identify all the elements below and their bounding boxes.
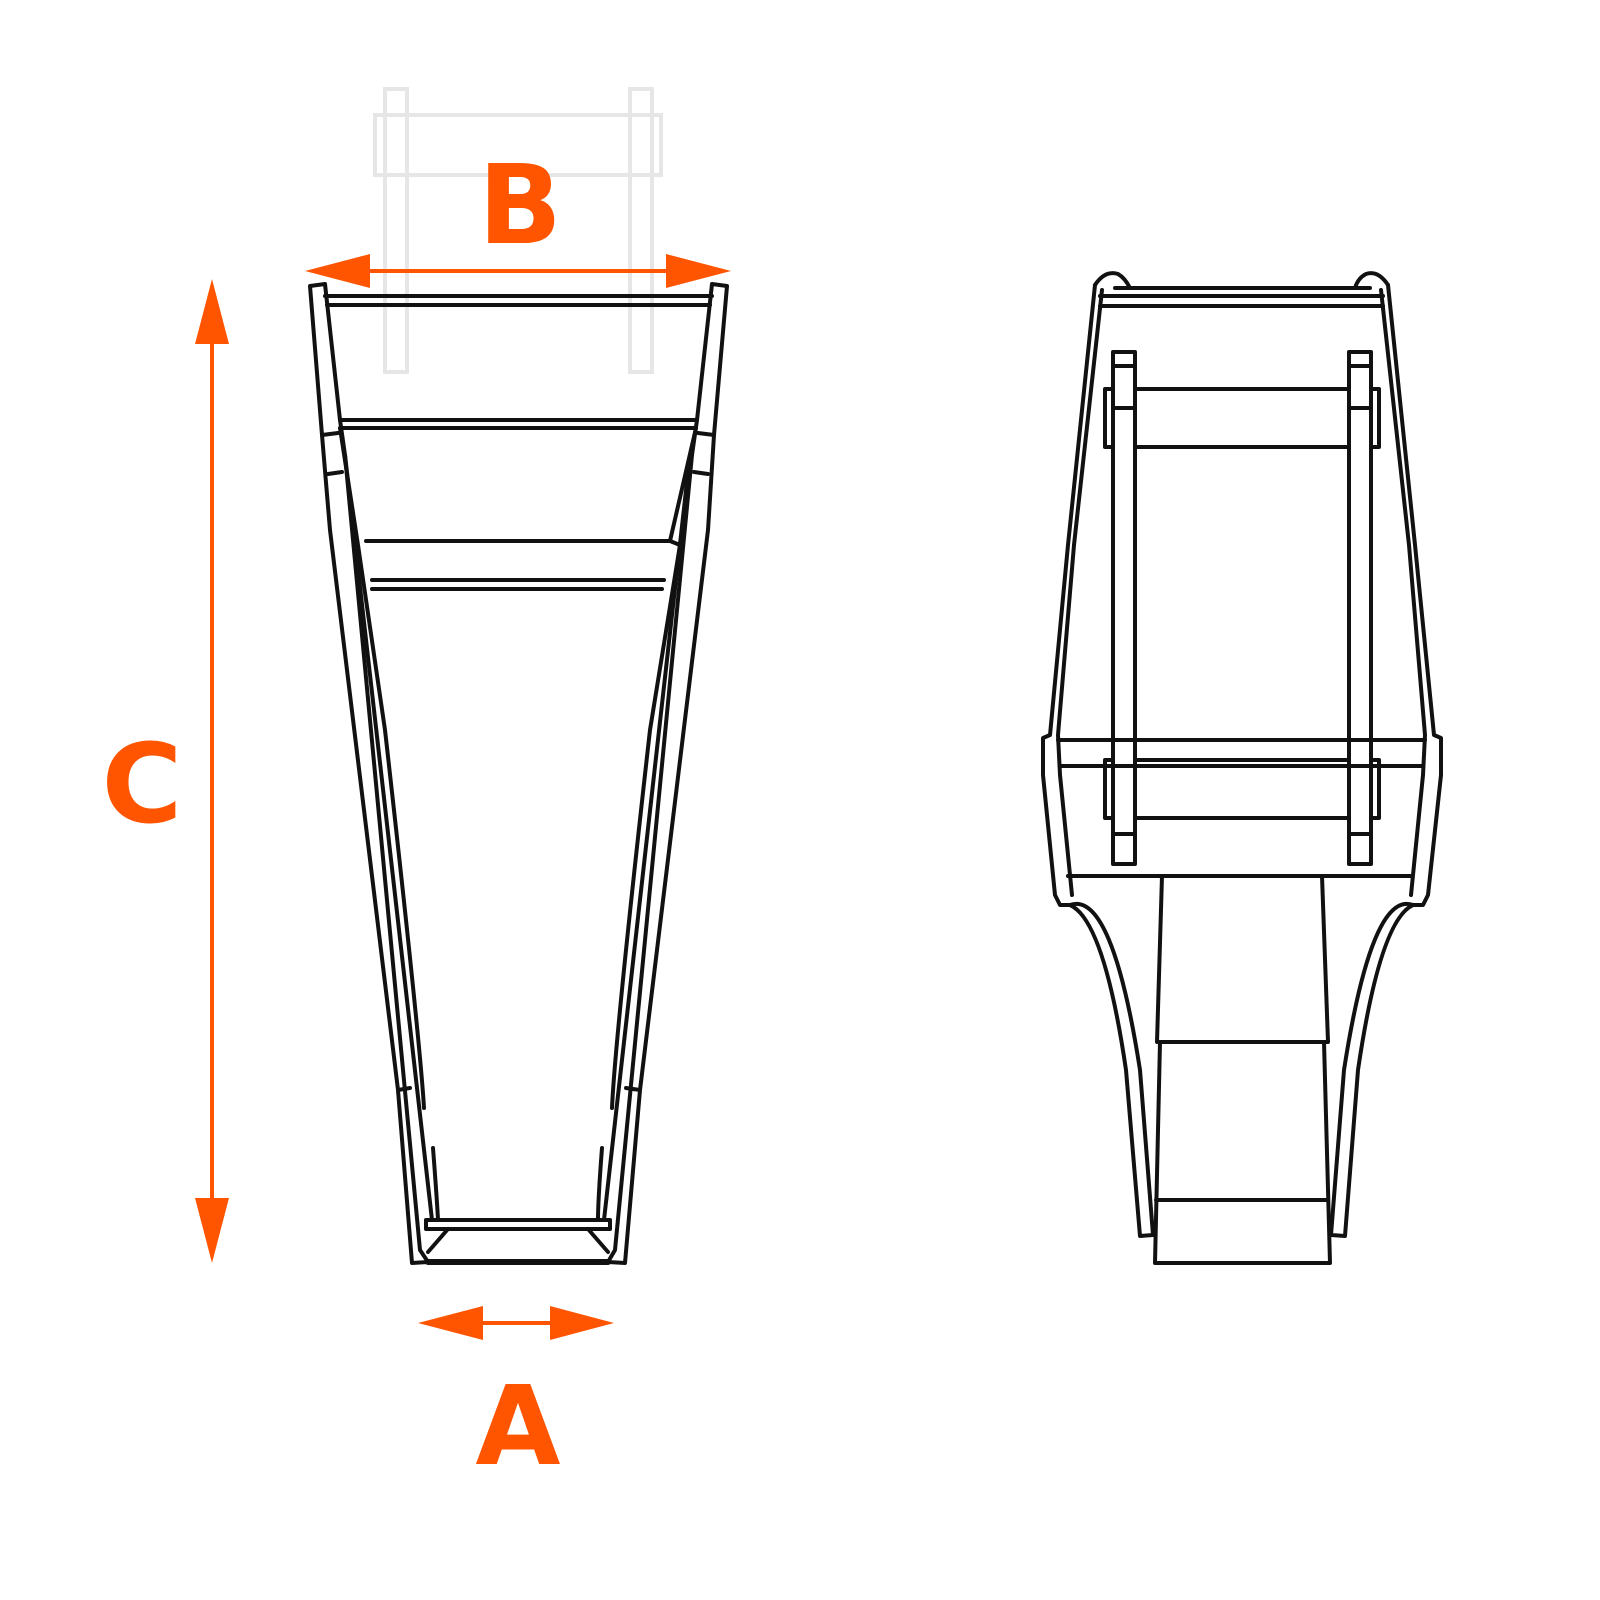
label-a: A: [475, 1362, 560, 1490]
dimension-c-arrow: [195, 279, 229, 1263]
label-c: C: [102, 720, 183, 848]
dimension-a-arrow: [418, 1306, 614, 1340]
bucket-side-view: [308, 282, 729, 1265]
bucket-front-view: [1041, 271, 1443, 1265]
ghost-hitch-frame: [373, 87, 663, 374]
dimension-b-arrow: [305, 254, 731, 288]
label-b: B: [478, 141, 562, 269]
